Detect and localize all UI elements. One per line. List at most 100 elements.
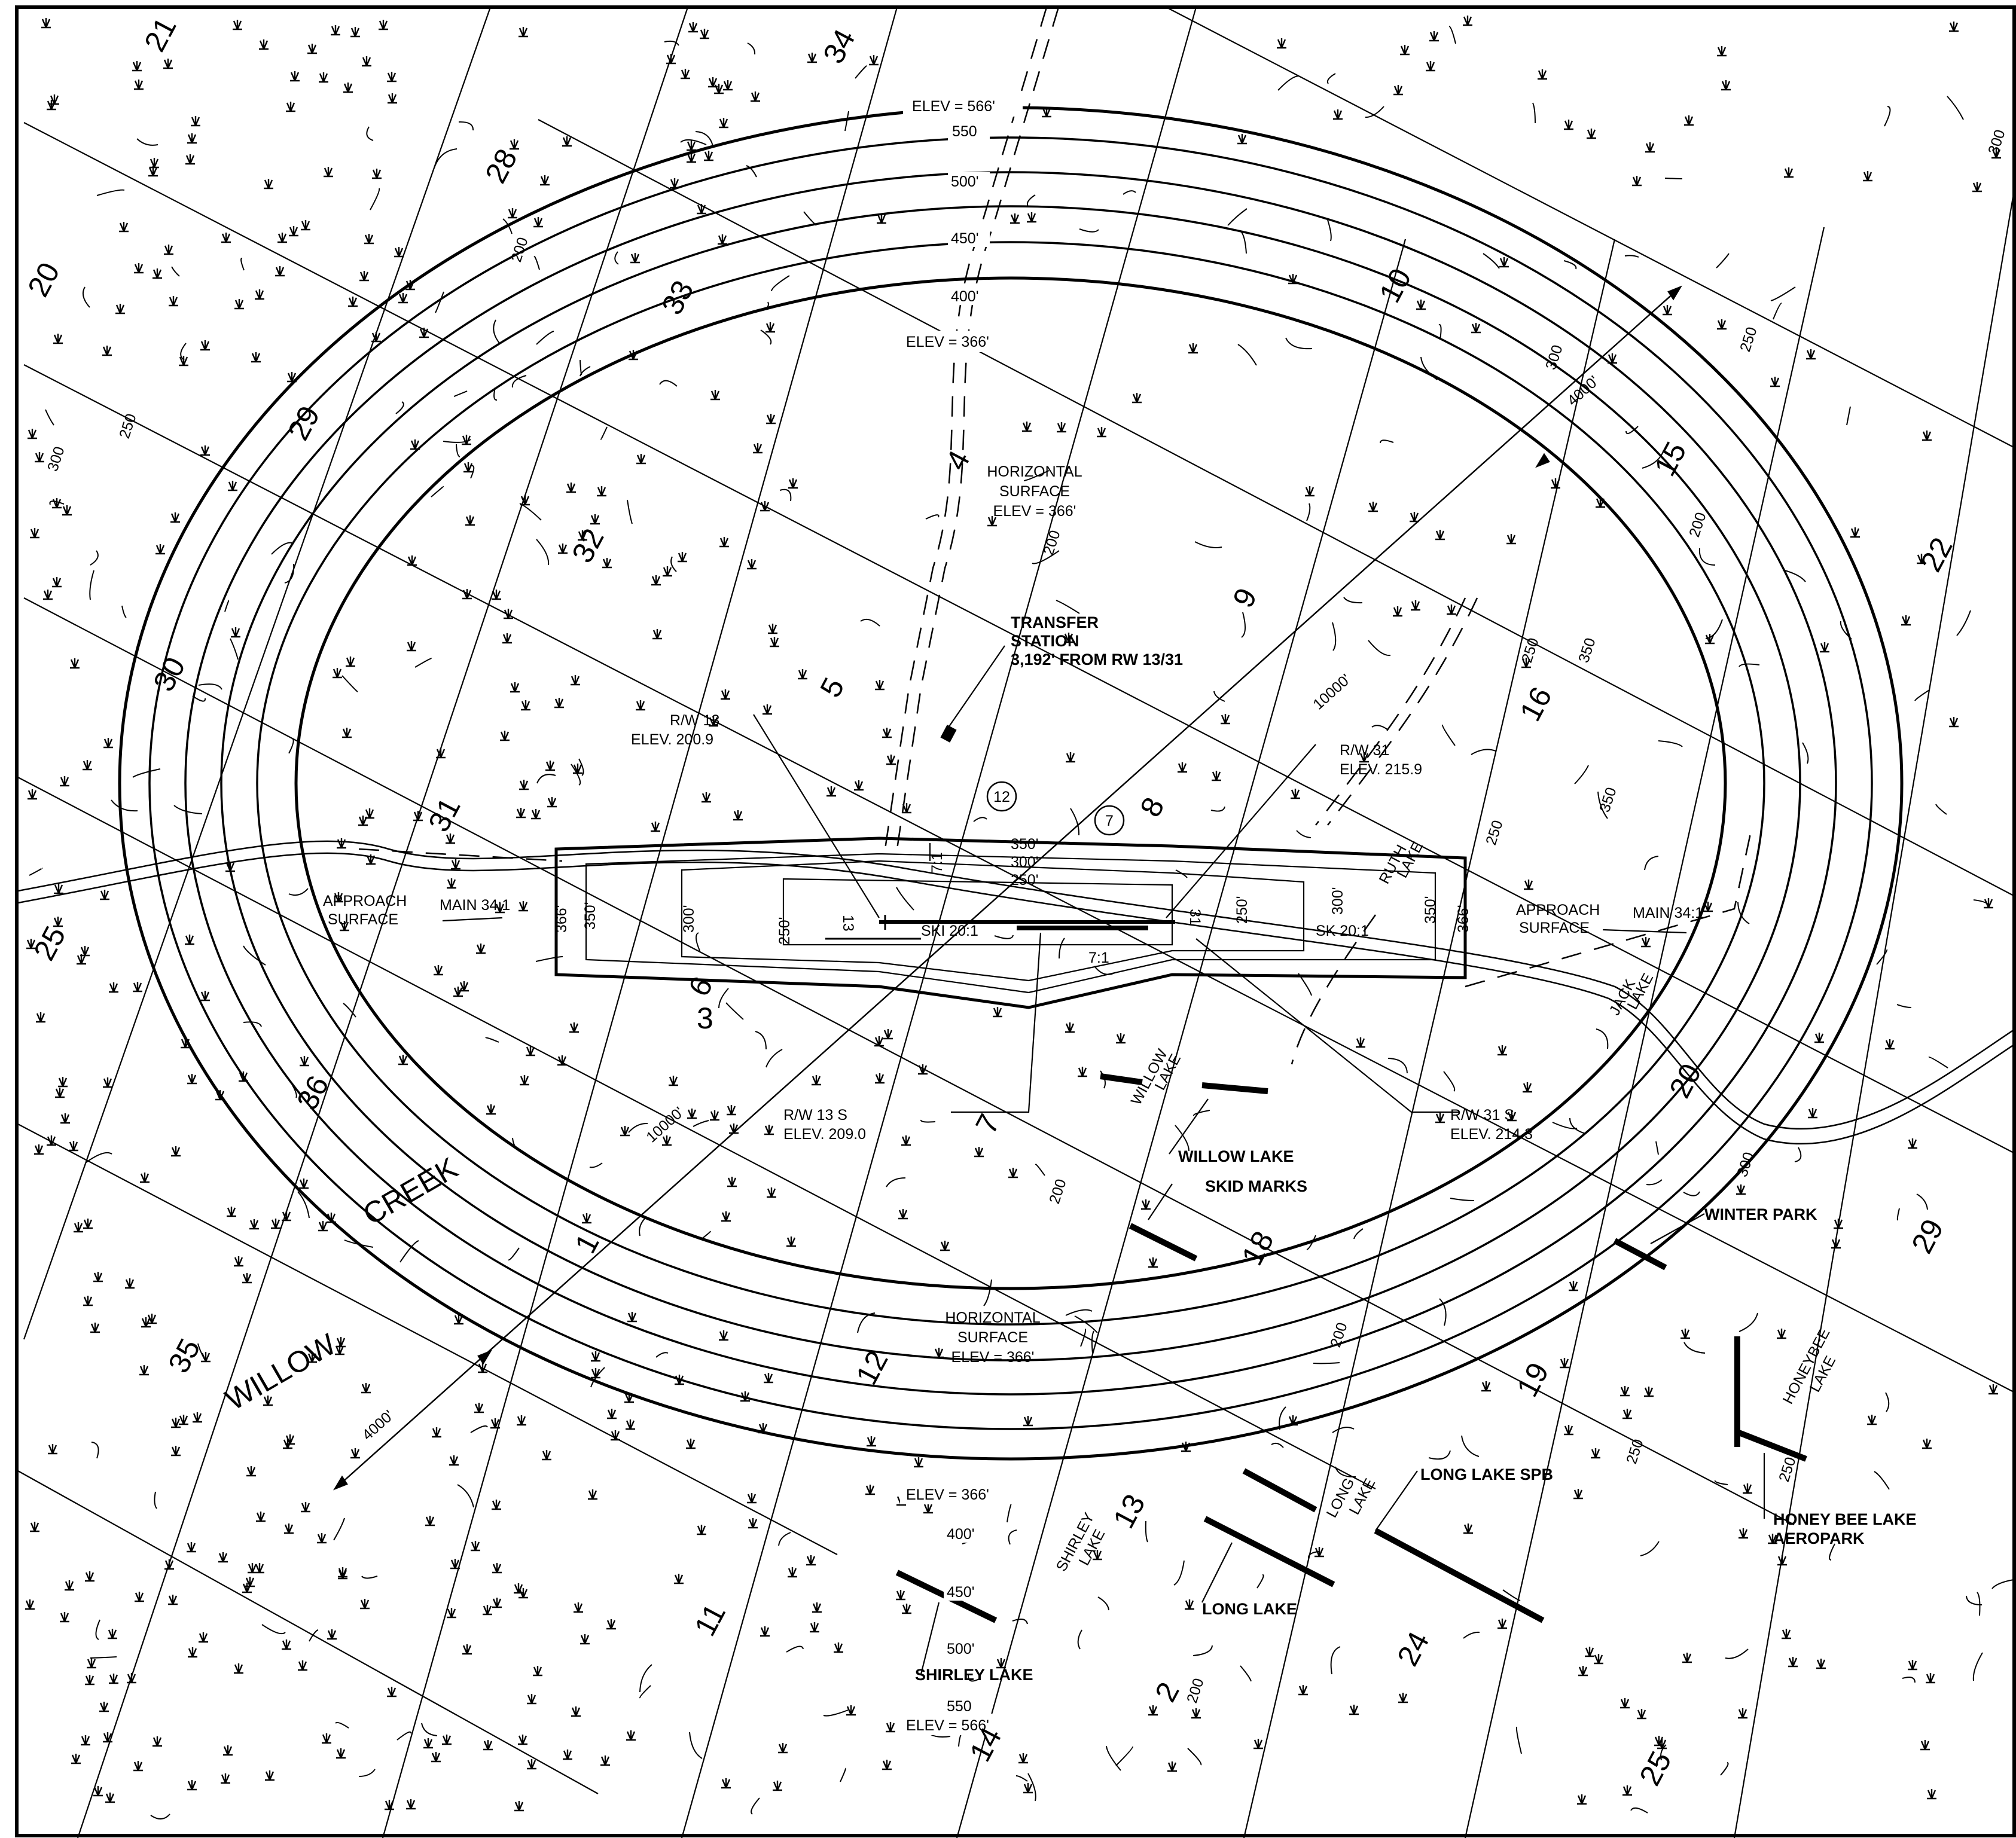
contour-number-8: 350 [1596,786,1620,814]
contour-number-10: 200 [1040,529,1064,557]
svg-text:366': 366' [1455,905,1472,933]
contour-number-3: 350 [1575,636,1599,665]
section-number-29: 13 [1106,1489,1152,1534]
section-number-28: 29 [1905,1214,1950,1259]
honey-bee-callout-1: HONEY BEE LAKE [1773,1510,1917,1528]
winter-park-callout: WINTER PARK [1704,1205,1817,1223]
svg-text:ELEV. 200.9: ELEV. 200.9 [631,731,713,748]
contour-number-7: 250 [1737,325,1761,354]
svg-text:CREEK: CREEK [358,1151,463,1232]
svg-text:350': 350' [1422,896,1439,924]
svg-text:31: 31 [1187,909,1203,926]
svg-text:366': 366' [553,905,570,933]
elev-566-bottom: ELEV = 566' [906,1717,989,1734]
svg-text:WILLOW: WILLOW [220,1327,342,1416]
dashed-tracks [358,7,1753,1065]
section-number-2: 20 [21,257,66,302]
circle-tag-12: 12 [993,789,1010,805]
circle-tags: 12 7 [986,781,1125,836]
vegetation-mark-path [25,16,2001,1812]
section-number-19: 6 [682,971,719,1002]
long-lake-spb-callout: LONG LAKE SPB [1420,1465,1553,1483]
distance-labels: 10000' 10000' 4000' 4000' [359,373,1602,1443]
contour-number-4: 200 [1686,511,1710,539]
section-number-18: 8 [1133,792,1171,822]
skid-marks-callout: SKID MARKS [1205,1177,1307,1195]
section-number-12: 3 [697,1002,713,1035]
section-number-23: 1 [568,1228,606,1259]
approach-surface-west: APPROACH SURFACE MAIN 34:1 [323,893,510,928]
contour-number-17: 300 [1734,1150,1758,1179]
svg-text:MAIN 34:1: MAIN 34:1 [1633,905,1703,921]
contour-number-13: 200 [1327,1321,1351,1350]
svg-text:STATION: STATION [1011,632,1079,650]
section-number-27: 20 [1663,1058,1708,1103]
honey-bee-callout-2: AEROPARK [1773,1529,1865,1547]
section-number-8: 33 [655,275,700,320]
svg-text:HORIZONTAL: HORIZONTAL [987,463,1082,480]
svg-text:250': 250' [776,917,793,945]
elevation-labels-top: ELEV = 566' 550 500' 450' 400' ELEV = 36… [903,94,1023,352]
svg-text:300': 300' [1011,854,1038,871]
elev-450-bottom: 450' [947,1584,974,1601]
long-lake-callout: LONG LAKE [1202,1600,1297,1618]
svg-text:300': 300' [1329,887,1346,915]
section-number-16: 15 [1648,436,1693,481]
svg-text:HORIZONTAL: HORIZONTAL [945,1309,1040,1326]
svg-text:3,192' FROM RW 13/31: 3,192' FROM RW 13/31 [1011,651,1183,668]
section-number-17: 22 [1914,532,1959,577]
terrain-squiggle-path [29,26,2014,1819]
svg-text:SURFACE: SURFACE [1519,920,1590,936]
svg-text:7:1: 7:1 [1088,949,1109,966]
svg-text:MAIN 34:1: MAIN 34:1 [440,897,510,914]
section-number-33: 11 [688,1598,732,1641]
approach-surface-east: APPROACH SURFACE MAIN 34:1 [1516,902,1703,936]
conical-surface-ellipses [118,106,1904,1461]
svg-text:300': 300' [681,905,697,933]
horizontal-surface-label-south: HORIZONTAL SURFACE ELEV = 366' [945,1309,1040,1366]
section-lines [17,7,2016,1838]
contour-number-14: 250 [1623,1437,1647,1466]
elev-500-top: 500' [951,173,978,190]
vegetation-marks [25,16,2001,1812]
svg-text:SKI 20:1: SKI 20:1 [921,923,978,939]
svg-text:R/W 31 S: R/W 31 S [1450,1107,1514,1123]
contour-number-6: 300 [1985,128,2009,157]
section-number-6: 25 [27,921,72,966]
section-number-30: 24 [1390,1626,1436,1671]
map-frame [15,5,2016,1837]
contour-number-1: 250 [116,412,140,441]
section-number-4: 30 [147,652,192,697]
elev-400-top: 400' [951,288,978,305]
svg-text:SURFACE: SURFACE [328,911,398,928]
svg-text:SURFACE: SURFACE [957,1329,1028,1346]
terrain-squiggles [29,26,2014,1819]
svg-text:350': 350' [582,902,599,930]
svg-text:ELEV = 366': ELEV = 366' [993,503,1076,520]
svg-text:7:1: 7:1 [929,852,946,873]
contour-number-9: 300 [1542,343,1566,372]
section-number-22: 35 [161,1333,207,1378]
horizontal-surface-label-north: HORIZONTAL SURFACE ELEV = 366' [987,463,1082,520]
elev-566-top: ELEV = 566' [912,98,995,115]
section-number-5: 31 [422,792,467,837]
willow-lake-callout: WILLOW LAKE [1178,1147,1294,1165]
svg-text:SK 20:1: SK 20:1 [1316,923,1369,939]
svg-text:ELEV. 215.9: ELEV. 215.9 [1340,761,1422,778]
svg-text:SURFACE: SURFACE [999,483,1070,500]
section-number-3: 29 [281,401,327,445]
section-number-32: 25 [1633,1746,1678,1791]
section-number-34: 2 [1148,1677,1186,1707]
section-number-13: 9 [1226,582,1264,613]
callout-bars [895,1073,1807,1623]
elev-366-bottom: ELEV = 366' [906,1486,989,1503]
section-number-25: 18 [1235,1226,1280,1271]
transfer-station-label: TRANSFER STATION 3,192' FROM RW 13/31 [1011,613,1183,668]
runway-labels: R/W 13 ELEV. 200.9 R/W 31 ELEV. 215.9 R/… [553,712,1533,1143]
contour-number-15: 200 [1184,1677,1207,1705]
shirley-lake-callout: SHIRLEY LAKE [915,1666,1033,1684]
svg-text:R/W 13: R/W 13 [670,712,719,729]
svg-text:ELEV = 366': ELEV = 366' [951,1349,1035,1366]
elevation-labels-bottom: ELEV = 366' 400' 450' 500' 550 ELEV = 56… [900,1483,1020,1735]
